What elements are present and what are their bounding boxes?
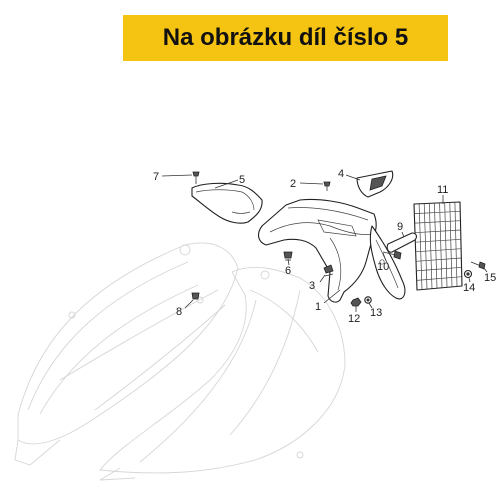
- callout-15: 15: [484, 272, 496, 284]
- callout-6: 6: [285, 265, 291, 277]
- callout-1: 1: [315, 301, 321, 313]
- part-13-washer: [364, 296, 372, 304]
- part-10-bolt: [382, 250, 402, 260]
- leader-1: [323, 289, 341, 304]
- part-5-cover: [191, 182, 263, 224]
- callout-3: 3: [309, 280, 315, 292]
- callout-8: 8: [176, 306, 182, 318]
- part-12-nut: [350, 297, 362, 307]
- part-6-clip: [283, 251, 293, 261]
- leader-4: [345, 174, 361, 181]
- part-9-light: [386, 232, 417, 253]
- part-4-reflector: [356, 170, 394, 198]
- leader-8: [184, 299, 194, 309]
- leader-10: [382, 252, 387, 262]
- callout-10: 10: [377, 261, 389, 273]
- part-14-washer: [463, 269, 473, 279]
- part-1-plate-holder: [257, 198, 406, 303]
- callout-11: 11: [437, 184, 448, 196]
- callout-7: 7: [153, 171, 159, 183]
- part-15-screw: [470, 261, 486, 270]
- leader-3: [319, 274, 326, 283]
- leader-7: [161, 174, 193, 177]
- callout-4: 4: [338, 168, 344, 180]
- part-7-screw: [192, 171, 200, 184]
- leader-6: [287, 258, 290, 266]
- leader-14: [468, 277, 471, 283]
- leader-13: [368, 302, 373, 309]
- callout-9: 9: [397, 221, 403, 233]
- callout-12: 12: [348, 313, 360, 325]
- leader-5: [214, 179, 239, 189]
- part-number-banner: Na obrázku díl číslo 5: [123, 15, 448, 61]
- side-panel-left: [14, 242, 239, 466]
- callout-5: 5: [239, 174, 245, 186]
- leader-15: [483, 267, 488, 273]
- callout-2: 2: [290, 178, 296, 190]
- part-2-screw: [323, 181, 331, 191]
- part-11-plate-grid: [413, 201, 463, 291]
- part-3-clip: [323, 264, 334, 277]
- leader-9: [401, 231, 405, 238]
- part-8-clip: [191, 292, 200, 300]
- leader-2: [299, 182, 324, 185]
- callout-14: 14: [463, 282, 475, 294]
- side-panel-right: [99, 266, 346, 481]
- callout-13: 13: [370, 307, 382, 319]
